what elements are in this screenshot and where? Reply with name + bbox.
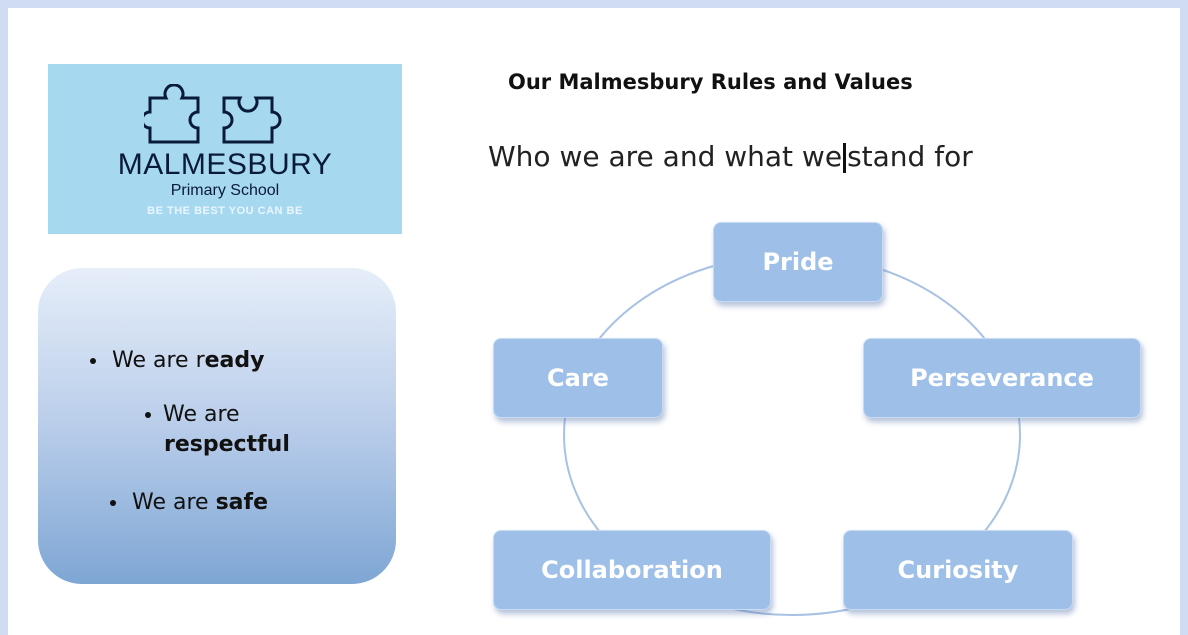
value-care: Care (493, 338, 663, 418)
page-title: Our Malmesbury Rules and Values (508, 70, 913, 94)
document-page: MALMESBURY Primary School BE THE BEST YO… (8, 8, 1180, 635)
value-perseverance: Perseverance (863, 338, 1141, 418)
rule-respectful-keyword: respectful (164, 432, 290, 457)
bullet-icon (90, 358, 96, 364)
bullet-icon (145, 412, 151, 418)
rule-keyword: safe (215, 490, 269, 515)
value-collaboration: Collaboration (493, 530, 771, 610)
logo-school-subtitle: Primary School (170, 182, 280, 199)
logo-school-name: MALMESBURY (117, 148, 333, 181)
value-curiosity: Curiosity (843, 530, 1073, 610)
rule-safe: We are safe (110, 490, 268, 515)
rule-text: We are (132, 490, 216, 515)
value-pride: Pride (713, 222, 883, 302)
rule-keyword: eady (204, 348, 265, 373)
school-logo: MALMESBURY Primary School BE THE BEST YO… (48, 64, 402, 234)
subtitle-text: Who we are and what we (488, 140, 843, 173)
rule-keyword: respectful (164, 432, 290, 457)
rules-box: We are ready We are respectful We are sa… (38, 268, 396, 584)
logo-motto: BE THE BEST YOU CAN BE (147, 205, 303, 217)
text-cursor (843, 143, 847, 173)
rule-ready: We are ready (90, 348, 264, 373)
puzzle-icon (144, 84, 282, 144)
subtitle-text: stand for (847, 140, 973, 173)
rule-respectful: We are (145, 402, 240, 427)
rule-text: We are (163, 402, 240, 427)
rule-text: We are r (112, 348, 205, 373)
bullet-icon (110, 500, 116, 506)
